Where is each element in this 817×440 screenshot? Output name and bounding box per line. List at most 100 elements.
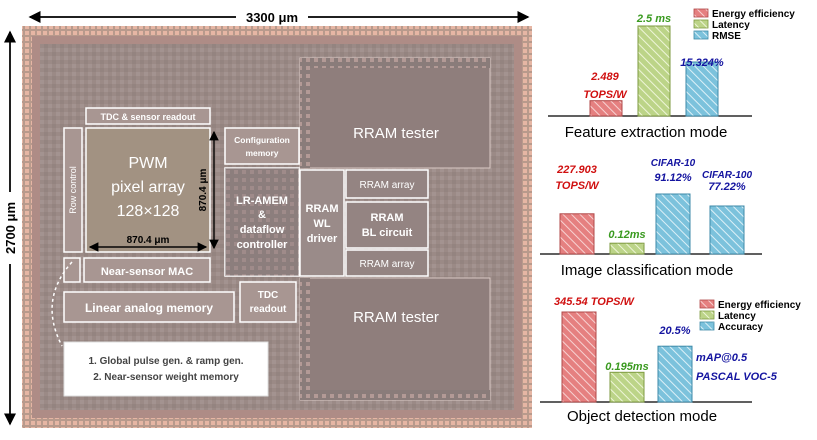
chart-1-title: Image classification mode: [561, 262, 734, 279]
note-arrow: [51, 261, 73, 347]
chart-2-value-label-0: 345.54 TOPS/W: [554, 296, 636, 308]
rram-tester-bottom-region: [299, 277, 491, 401]
chart-2-bar-1: [609, 371, 645, 403]
rram-bl-label-1: RRAM: [371, 212, 404, 224]
chart-2-title: Object detection mode: [567, 408, 717, 425]
rram-tester-top-pads-left: [300, 58, 310, 168]
chart-2-annotation-1: PASCAL VOC-5: [696, 371, 778, 383]
die-photo: TDC & sensor readout Row control PWM pix…: [22, 26, 532, 428]
chart-1-value-label-3: 77.22%: [708, 181, 746, 193]
pad-ring-top: [22, 26, 532, 36]
near-sensor-mac-label: Near-sensor MAC: [101, 266, 193, 278]
chart-0-legend-label-1: Latency: [712, 20, 750, 31]
chart-2-legend-swatch-1: [699, 310, 715, 320]
chart-2-value-label-2: 20.5%: [658, 325, 690, 337]
rram-tester-top-pads: [300, 58, 490, 68]
tdc-readout-label-1: TDC: [258, 290, 279, 301]
chart-0-legend-swatch-2: [693, 30, 709, 40]
rram-tester-top-label: RRAM tester: [353, 125, 439, 142]
chart-0-legend-label-2: RMSE: [712, 31, 741, 42]
chart-0-value-label-2: 15.324%: [680, 57, 724, 69]
rram-array-bottom-block: [345, 249, 429, 277]
note-line-1: 1. Global pulse gen. & ramp gen.: [88, 356, 243, 367]
chart-1-value-label-0: 227.903: [556, 164, 597, 176]
chart-2-legend-swatch-2: [699, 321, 715, 331]
lr-amem-label-3: dataflow: [240, 224, 285, 236]
chart-1-bar-1: [609, 242, 645, 255]
rram-tester-bottom-label: RRAM tester: [353, 309, 439, 326]
rram-array-bottom-label: RRAM array: [359, 259, 414, 270]
config-memory-block: [224, 127, 300, 165]
chart-0-title: Feature extraction mode: [565, 124, 728, 141]
tdc-readout-label-2: readout: [250, 304, 287, 315]
row-control-label: Row control: [68, 166, 78, 214]
chart-2-legend-label-2: Accuracy: [718, 322, 763, 333]
near-sensor-mac-block: [83, 257, 211, 283]
chart-1-bar-3: [709, 205, 745, 255]
chart-1-cat-cifar10: CIFAR-10: [651, 158, 696, 169]
chart-2-bar-0: [561, 311, 597, 403]
rram-array-top-block: [345, 169, 429, 199]
height-label-bg: [2, 192, 18, 264]
chart-1-value-label-1: 0.12ms: [608, 229, 645, 241]
chart-2-legend-swatch-0: [699, 299, 715, 309]
width-label-bg: [236, 8, 308, 26]
rram-wl-block: [299, 169, 345, 277]
chart-0-legend-label-0: Energy efficiency: [712, 9, 795, 20]
chart-1-bar-0: [559, 213, 595, 255]
pad-ring-bottom: [22, 418, 532, 428]
rram-wl-label-3: driver: [307, 233, 338, 245]
rram-wl-label-1: RRAM: [306, 203, 339, 215]
rram-array-top-label: RRAM array: [359, 180, 414, 191]
tdc-sensor-readout-block: [85, 107, 211, 125]
chart-1-value-label-2: 91.12%: [654, 172, 692, 184]
chart-0-legend-swatch-0: [693, 8, 709, 18]
chart-1-value-label-0: TOPS/W: [555, 180, 600, 192]
tdc-readout-block: [239, 281, 297, 323]
pixel-width-label: 870.4 μm: [127, 235, 170, 246]
linear-analog-memory-block: [63, 291, 235, 323]
rram-tester-bottom-pads: [300, 390, 490, 400]
note-box: [63, 341, 269, 397]
chart-2-legend-label-0: Energy efficiency: [718, 300, 801, 311]
pixel-array-label-1: PWM: [128, 155, 167, 172]
chart-2-annotation-0: mAP@0.5: [696, 352, 748, 364]
config-memory-label-2: memory: [245, 148, 278, 158]
linear-analog-memory-label: Linear analog memory: [85, 301, 213, 315]
lr-amem-label-4: controller: [237, 239, 288, 251]
config-memory-label-1: Configuration: [234, 135, 290, 145]
chart-2-legend-label-1: Latency: [718, 311, 756, 322]
pixel-array-block: [85, 127, 211, 253]
pixel-array-label-3: 128×128: [117, 203, 180, 220]
rram-tester-bottom-pads-left: [300, 278, 310, 400]
lr-amem-label-1: LR-AMEM: [236, 195, 288, 207]
chart-0-value-label-1: 2.5 ms: [636, 13, 671, 25]
die-height-label: 2700 μm: [3, 202, 18, 254]
note-line-2: 2. Near-sensor weight memory: [93, 372, 239, 383]
tdc-sensor-readout-label: TDC & sensor readout: [100, 112, 195, 122]
chart-0-bar-2: [685, 61, 719, 117]
chart-0-legend-swatch-1: [693, 19, 709, 29]
pad-ring-left: [22, 26, 32, 428]
die-width-label: 3300 μm: [246, 10, 298, 25]
chart-2-value-label-1: 0.195ms: [605, 361, 648, 373]
pixel-array-label-2: pixel array: [111, 179, 185, 196]
lr-amem-label-2: &: [258, 209, 266, 221]
small-left-block: [63, 257, 81, 283]
pad-ring-right: [522, 26, 532, 428]
row-control-block: [63, 127, 83, 253]
chart-0-value-label-0: TOPS/W: [583, 89, 628, 101]
chart-0-bar-1: [637, 25, 671, 117]
rram-bl-label-2: BL circuit: [362, 227, 413, 239]
chart-2-bar-2: [657, 345, 693, 403]
rram-bl-block: [345, 201, 429, 249]
rram-wl-label-2: WL: [313, 218, 330, 230]
chart-0-bar-0: [589, 100, 623, 117]
lr-amem-texture: [225, 168, 299, 276]
chart-1-cat-cifar100: CIFAR-100: [702, 170, 752, 181]
chart-1-bar-2: [655, 193, 691, 255]
rram-tester-top-region: [299, 57, 491, 169]
pixel-height-label: 870.4 μm: [198, 168, 209, 211]
